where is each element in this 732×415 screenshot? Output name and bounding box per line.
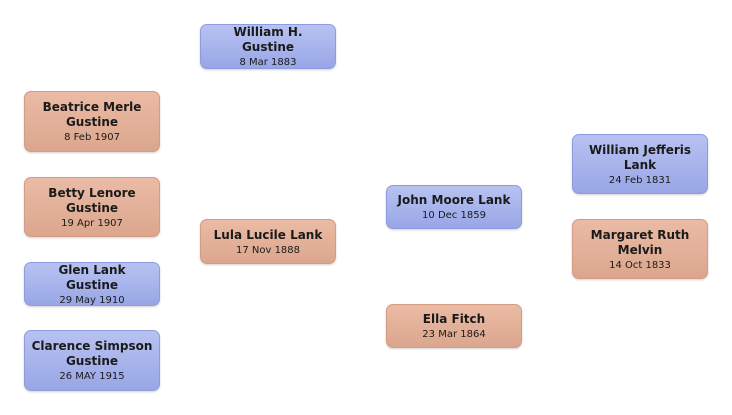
person-date: 17 Nov 1888	[235, 244, 301, 256]
person-name: Beatrice Merle Gustine	[42, 100, 142, 129]
person-name: Margaret Ruth Melvin	[590, 227, 690, 257]
person-date: 14 Oct 1833	[609, 259, 671, 271]
person-date: 24 Feb 1831	[608, 174, 672, 186]
person-name: Glen Lank Gustine	[58, 262, 126, 292]
person-name: William H. Gustine	[233, 25, 303, 54]
person-date: 10 Dec 1859	[422, 210, 486, 221]
person-name: Lula Lucile Lank	[213, 227, 323, 242]
person-name: John Moore Lank	[397, 193, 511, 207]
person-lula-lucile-lank[interactable]: Lula Lucile Lank 17 Nov 1888	[200, 219, 336, 264]
person-date: 8 Feb 1907	[64, 132, 120, 143]
person-name: William Jefferis Lank	[588, 142, 692, 172]
person-beatrice-merle-gustine[interactable]: Beatrice Merle Gustine 8 Feb 1907	[24, 91, 160, 152]
person-john-moore-lank[interactable]: John Moore Lank 10 Dec 1859	[386, 185, 522, 229]
person-clarence-simpson-gustine[interactable]: Clarence Simpson Gustine 26 MAY 1915	[24, 330, 160, 391]
person-name: Betty Lenore Gustine	[48, 185, 136, 215]
person-betty-lenore-gustine[interactable]: Betty Lenore Gustine 19 Apr 1907	[24, 177, 160, 237]
person-ella-fitch[interactable]: Ella Fitch 23 Mar 1864	[386, 304, 522, 348]
person-date: 19 Apr 1907	[61, 217, 123, 229]
person-date: 26 MAY 1915	[59, 371, 125, 382]
person-date: 23 Mar 1864	[422, 329, 486, 340]
person-date: 8 Mar 1883	[239, 57, 297, 68]
person-name: Ella Fitch	[422, 312, 486, 326]
person-margaret-ruth-melvin[interactable]: Margaret Ruth Melvin 14 Oct 1833	[572, 219, 708, 279]
person-william-jefferis-lank[interactable]: William Jefferis Lank 24 Feb 1831	[572, 134, 708, 194]
person-name: Clarence Simpson Gustine	[31, 339, 153, 368]
person-william-h-gustine[interactable]: William H. Gustine 8 Mar 1883	[200, 24, 336, 69]
person-date: 29 May 1910	[59, 294, 125, 306]
person-glen-lank-gustine[interactable]: Glen Lank Gustine 29 May 1910	[24, 262, 160, 306]
